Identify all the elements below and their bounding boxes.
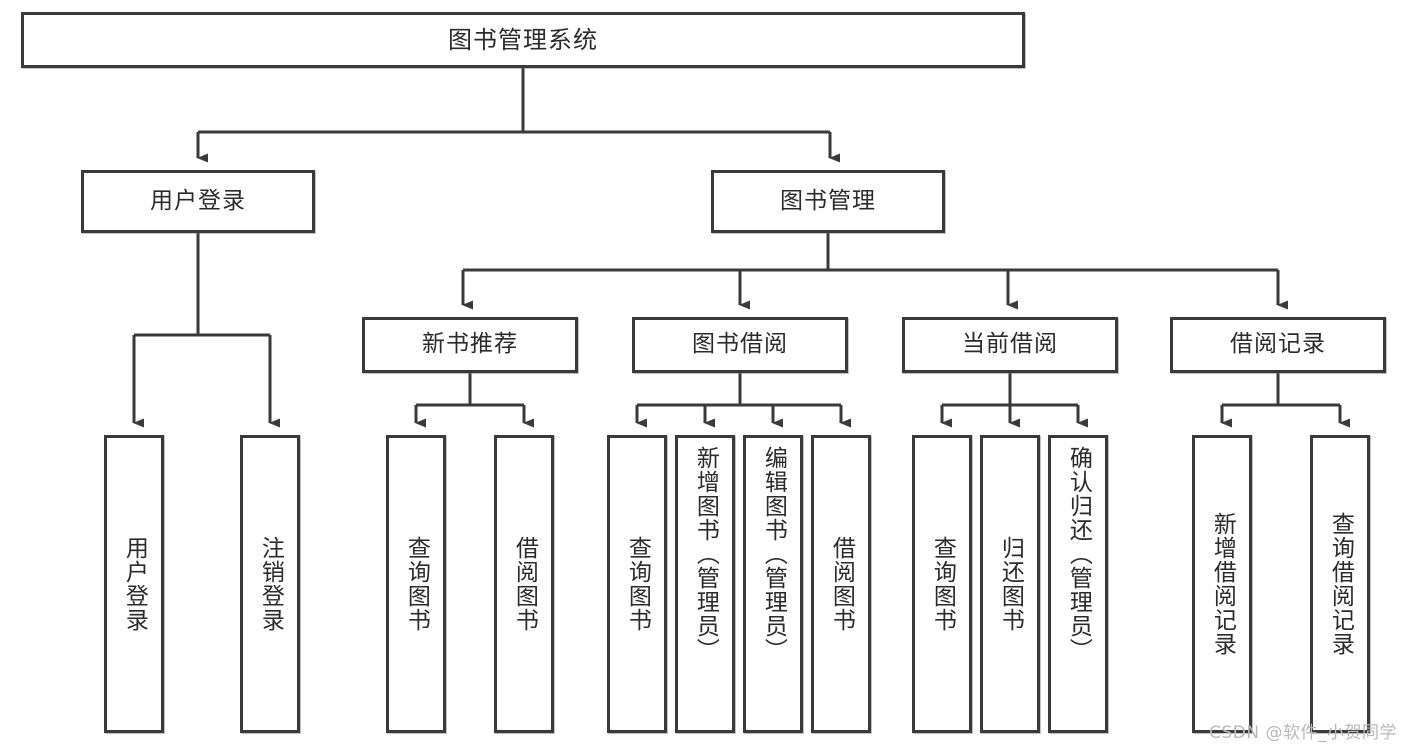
node-borrow-record[interactable]: 借阅记录 bbox=[1170, 317, 1386, 373]
node-new-book-recommend[interactable]: 新书推荐 bbox=[362, 317, 578, 373]
node-label: 编辑图书（管理员） bbox=[760, 446, 787, 662]
node-book-manage[interactable]: 图书管理 bbox=[711, 170, 945, 233]
leaf-query-book-borrow[interactable]: 查询图书 bbox=[607, 435, 667, 733]
node-book-borrow[interactable]: 图书借阅 bbox=[632, 317, 848, 373]
node-user-login[interactable]: 用户登录 bbox=[81, 170, 315, 233]
node-label: 当前借阅 bbox=[962, 331, 1058, 358]
node-label: 图书管理 bbox=[780, 187, 876, 214]
node-label: 新增借阅记录 bbox=[1209, 512, 1236, 656]
node-root-book-management-system[interactable]: 图书管理系统 bbox=[21, 12, 1025, 68]
node-label: 查询图书 bbox=[624, 536, 651, 632]
node-current-borrow[interactable]: 当前借阅 bbox=[902, 317, 1118, 373]
node-label: 确认归还（管理员） bbox=[1065, 446, 1092, 662]
leaf-borrow-book-borrow[interactable]: 借阅图书 bbox=[811, 435, 871, 733]
node-label: 查询图书 bbox=[929, 536, 956, 632]
node-label: 新书推荐 bbox=[422, 331, 518, 358]
leaf-return-book[interactable]: 归还图书 bbox=[980, 435, 1040, 733]
leaf-add-book-admin[interactable]: 新增图书（管理员） bbox=[675, 435, 735, 733]
node-label: 图书管理系统 bbox=[448, 25, 598, 54]
node-label: 用户登录 bbox=[150, 187, 246, 214]
leaf-query-book-recommend[interactable]: 查询图书 bbox=[386, 435, 446, 733]
leaf-add-borrow-record[interactable]: 新增借阅记录 bbox=[1192, 435, 1252, 733]
leaf-user-login[interactable]: 用户登录 bbox=[104, 435, 164, 733]
node-label: 借阅图书 bbox=[828, 536, 855, 632]
node-label: 用户登录 bbox=[121, 536, 148, 632]
node-label: 新增图书（管理员） bbox=[692, 446, 719, 662]
node-label: 借阅记录 bbox=[1230, 331, 1326, 358]
node-label: 查询图书 bbox=[403, 536, 430, 632]
leaf-edit-book-admin[interactable]: 编辑图书（管理员） bbox=[743, 435, 803, 733]
leaf-user-logout[interactable]: 注销登录 bbox=[240, 435, 300, 733]
leaf-confirm-return-admin[interactable]: 确认归还（管理员） bbox=[1048, 435, 1108, 733]
leaf-query-borrow-record[interactable]: 查询借阅记录 bbox=[1310, 435, 1370, 733]
csdn-watermark: CSDN @软件_小贺同学 bbox=[1209, 723, 1397, 743]
node-label: 查询借阅记录 bbox=[1327, 512, 1354, 656]
leaf-query-book-current[interactable]: 查询图书 bbox=[912, 435, 972, 733]
node-label: 注销登录 bbox=[257, 536, 284, 632]
node-label: 借阅图书 bbox=[511, 536, 538, 632]
leaf-borrow-book-recommend[interactable]: 借阅图书 bbox=[494, 435, 554, 733]
node-label: 归还图书 bbox=[997, 536, 1024, 632]
node-label: 图书借阅 bbox=[692, 331, 788, 358]
